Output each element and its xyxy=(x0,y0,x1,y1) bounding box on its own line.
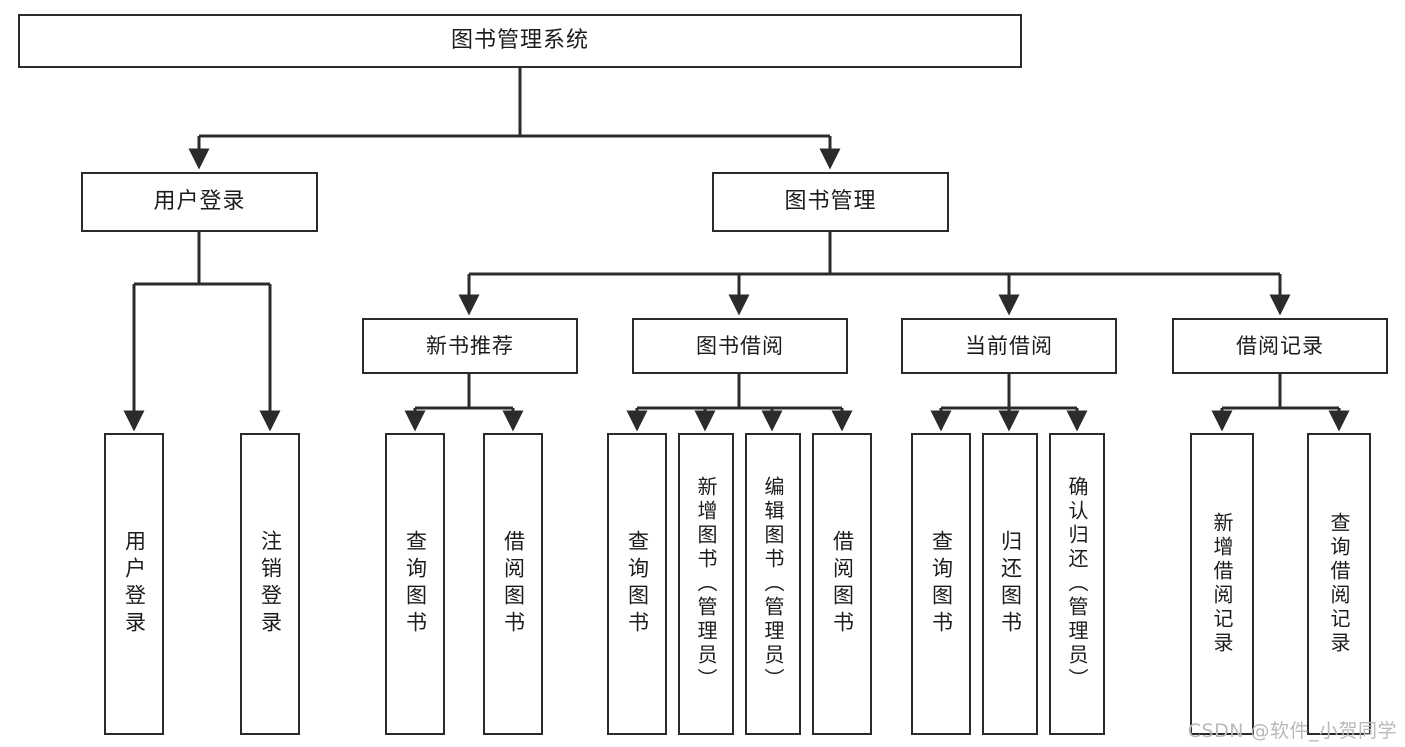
leaf-node-logout[interactable]: 注销登录 xyxy=(240,433,300,735)
leaf-node-add-borrow-record[interactable]: 新增借阅记录 xyxy=(1190,433,1254,735)
node-label: 确认归还（管理员） xyxy=(1065,476,1089,692)
node-label: 用户登录 xyxy=(153,189,246,215)
node-label: 查询图书 xyxy=(403,530,428,638)
node-label: 当前借阅 xyxy=(965,333,1053,358)
node-book-management[interactable]: 图书管理 xyxy=(712,172,949,232)
node-label: 查询借阅记录 xyxy=(1327,512,1351,656)
node-new-book-recommend[interactable]: 新书推荐 xyxy=(362,318,578,374)
node-label: 借阅图书 xyxy=(830,530,855,638)
leaf-node-borrow-book-recommend[interactable]: 借阅图书 xyxy=(483,433,543,735)
node-label: 编辑图书（管理员） xyxy=(761,476,785,692)
leaf-node-edit-book-admin[interactable]: 编辑图书（管理员） xyxy=(745,433,801,735)
leaf-node-return-book[interactable]: 归还图书 xyxy=(982,433,1038,735)
node-user-login[interactable]: 用户登录 xyxy=(81,172,318,232)
node-book-borrow[interactable]: 图书借阅 xyxy=(632,318,848,374)
leaf-node-query-book-borrow[interactable]: 查询图书 xyxy=(607,433,667,735)
node-label: 查询图书 xyxy=(625,530,650,638)
node-label: 图书借阅 xyxy=(696,333,784,358)
node-current-borrow[interactable]: 当前借阅 xyxy=(901,318,1117,374)
leaf-node-borrow-book[interactable]: 借阅图书 xyxy=(812,433,872,735)
leaf-node-query-borrow-record[interactable]: 查询借阅记录 xyxy=(1307,433,1371,735)
node-label: 归还图书 xyxy=(998,530,1023,638)
node-label: 借阅记录 xyxy=(1236,333,1324,358)
leaf-node-add-book-admin[interactable]: 新增图书（管理员） xyxy=(678,433,734,735)
node-label: 注销登录 xyxy=(258,530,283,638)
leaf-node-query-book-recommend[interactable]: 查询图书 xyxy=(385,433,445,735)
node-label: 借阅图书 xyxy=(501,530,526,638)
node-label: 查询图书 xyxy=(929,530,954,638)
watermark-text: CSDN @软件_小贺同学 xyxy=(1187,720,1397,742)
node-borrow-record[interactable]: 借阅记录 xyxy=(1172,318,1388,374)
node-label: 新增图书（管理员） xyxy=(694,476,718,692)
node-label: 新书推荐 xyxy=(426,333,514,358)
leaf-node-query-book-current[interactable]: 查询图书 xyxy=(911,433,971,735)
node-label: 用户登录 xyxy=(122,530,147,638)
node-label: 图书管理 xyxy=(784,189,877,215)
node-label: 新增借阅记录 xyxy=(1210,512,1234,656)
leaf-node-user-login[interactable]: 用户登录 xyxy=(104,433,164,735)
node-book-management-system[interactable]: 图书管理系统 xyxy=(18,14,1022,68)
node-label: 图书管理系统 xyxy=(450,28,589,54)
leaf-node-confirm-return-admin[interactable]: 确认归还（管理员） xyxy=(1049,433,1105,735)
